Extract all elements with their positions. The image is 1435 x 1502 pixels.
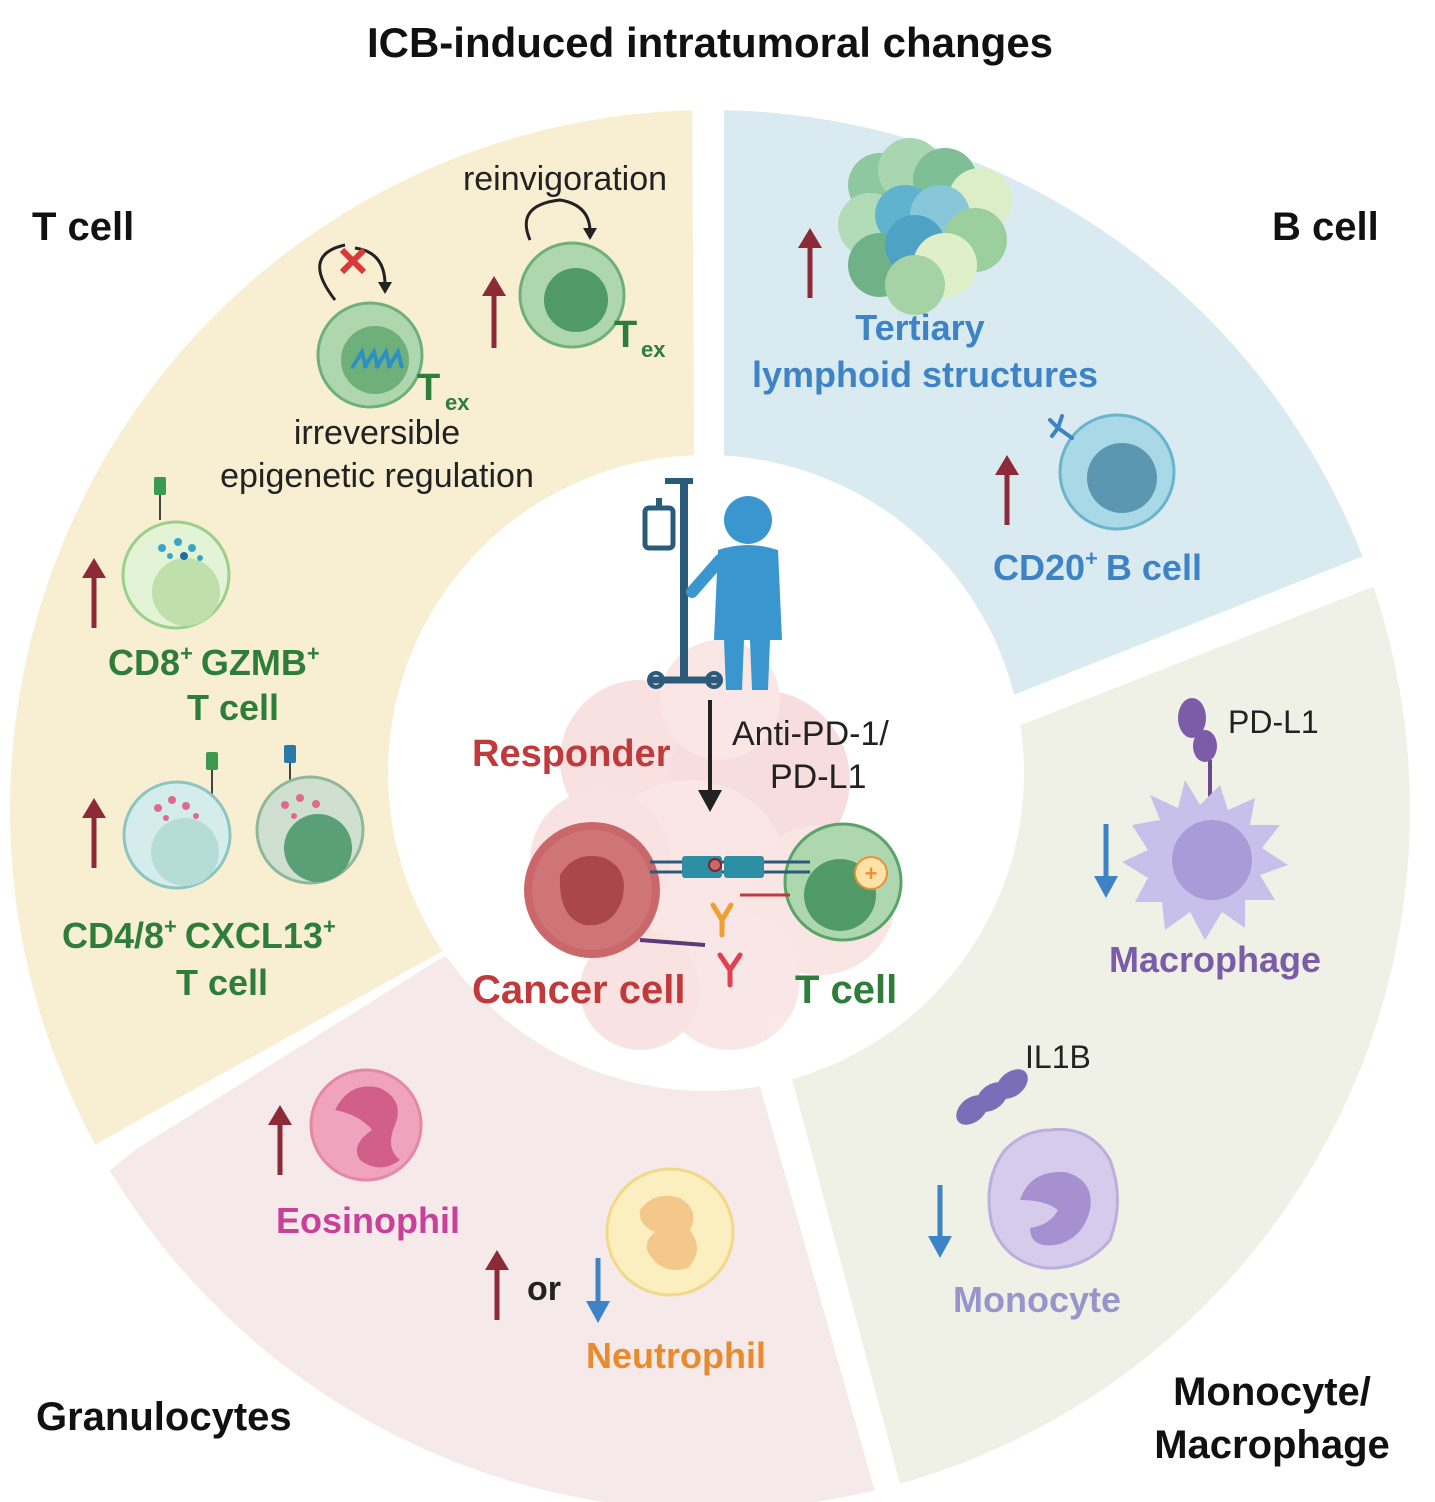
- t-cell-sector-label: T cell: [32, 205, 134, 249]
- tex-reinvigorated-cell: [518, 198, 626, 349]
- cd48-cxcl13-label-line2: T cell: [176, 962, 268, 1003]
- down-arrow-icon: [1094, 824, 1118, 898]
- tex-label-1: T: [417, 367, 440, 409]
- neutrophil-cell: [605, 1167, 735, 1297]
- cd4-cxcl13-cell: [122, 752, 232, 890]
- tex-sub-2: ex: [641, 337, 666, 362]
- down-arrow-icon: [586, 1258, 610, 1323]
- tls-label-line2: lymphoid structures: [752, 354, 1098, 395]
- cancer-cell-label: Cancer cell: [472, 968, 685, 1012]
- cd20-b-cell: [1048, 413, 1176, 531]
- tex-sub-1: ex: [445, 390, 470, 415]
- irreversible-label-1: irreversible: [294, 414, 460, 452]
- diagram-title: ICB-induced intratumoral changes: [367, 19, 1053, 66]
- granulocytes-sector-label: Granulocytes: [36, 1395, 292, 1439]
- cross-icon: [339, 247, 367, 275]
- or-label: or: [527, 1270, 561, 1308]
- neutrophil-label: Neutrophil: [586, 1335, 766, 1376]
- drug-arrow: [698, 700, 722, 812]
- drug-label-line2: PD-L1: [770, 758, 866, 796]
- il1b-label: IL1B: [1025, 1039, 1091, 1075]
- cd8-gzmb-label-line1: CD8+GZMB+: [108, 641, 320, 683]
- cd8-cxcl13-cell: [255, 745, 365, 885]
- receptor-complex: [639, 856, 810, 988]
- reinvigoration-label: reinvigoration: [463, 160, 667, 198]
- up-arrow-icon: [268, 1105, 292, 1175]
- up-arrow-icon: [482, 276, 506, 348]
- cancer-cell-illustration: [524, 822, 660, 958]
- tls-label-line1: Tertiary: [855, 307, 984, 348]
- irreversible-label-2: epigenetic regulation: [220, 457, 534, 495]
- plus-icon: +: [865, 861, 878, 886]
- mono-sector-label-line2: Macrophage: [1154, 1423, 1390, 1467]
- up-arrow-icon: [485, 1250, 509, 1320]
- drug-label-line1: Anti-PD-1/: [732, 715, 889, 753]
- monocyte-cell: [987, 1127, 1119, 1270]
- b-cell-sector-label: B cell: [1272, 205, 1379, 249]
- tls-cluster: [838, 138, 1012, 315]
- tex-label-2: T: [614, 314, 637, 356]
- macrophage-cell: [1122, 698, 1288, 940]
- macrophage-label: Macrophage: [1109, 939, 1321, 980]
- up-arrow-icon: [82, 798, 106, 868]
- center-t-cell: +: [783, 822, 903, 942]
- cd48-cxcl13-label-line1: CD4/8+CXCL13+: [62, 914, 336, 956]
- il1b-molecule: [956, 1069, 1028, 1125]
- responder-label: Responder: [472, 733, 671, 775]
- up-arrow-icon: [995, 455, 1019, 525]
- mono-sector-label-line1: Monocyte/: [1173, 1370, 1371, 1414]
- center-t-cell-label: T cell: [795, 968, 897, 1012]
- eosinophil-cell: [309, 1068, 423, 1182]
- pdl1-label: PD-L1: [1228, 704, 1319, 740]
- down-arrow-icon: [928, 1185, 952, 1258]
- eosinophil-label: Eosinophil: [276, 1200, 460, 1241]
- cd20-label: CD20+B cell: [993, 546, 1202, 588]
- up-arrow-icon: [798, 228, 822, 298]
- up-arrow-icon: [82, 558, 106, 628]
- cd8-gzmb-label-line2: T cell: [187, 687, 279, 728]
- cd8-gzmb-cell: [121, 477, 231, 630]
- monocyte-label: Monocyte: [953, 1279, 1121, 1320]
- patient-icon: [642, 478, 782, 690]
- tex-irreversible-cell: [316, 243, 424, 409]
